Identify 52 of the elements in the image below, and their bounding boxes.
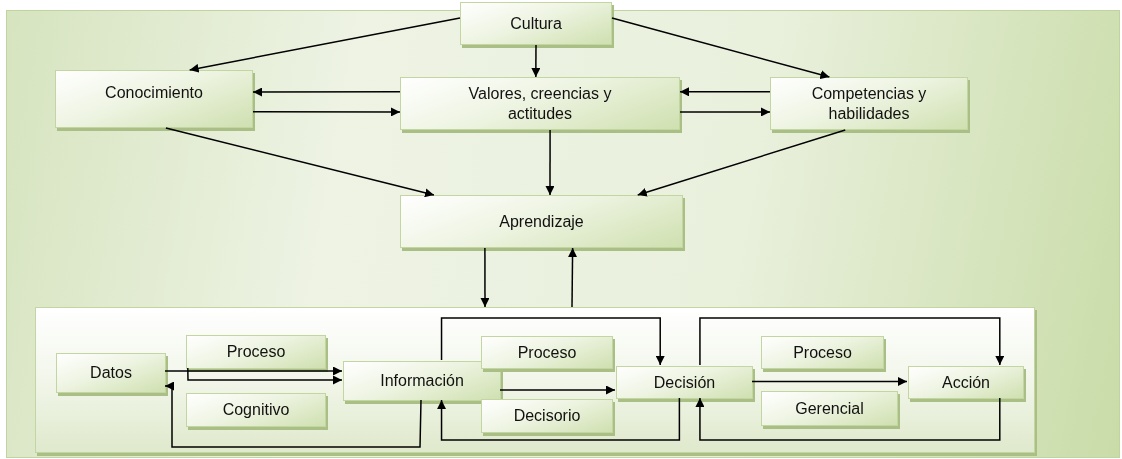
box-label: Gerencial: [795, 398, 864, 419]
box-label: Información: [380, 371, 464, 391]
box-label: Cultura: [510, 13, 562, 34]
arrow: [440, 317, 665, 366]
process-box: [481, 399, 613, 433]
process-box: [616, 366, 753, 399]
process-box: [56, 353, 166, 393]
arrow: [611, 17, 831, 79]
arrow: [679, 87, 771, 97]
box-label: Valores, creencias y actitudes: [467, 84, 613, 123]
process-box: [761, 391, 898, 426]
arrow: [679, 107, 771, 117]
process-box: [400, 77, 680, 130]
box-label: Proceso: [793, 342, 852, 363]
arrow: [187, 367, 343, 385]
process-box: [186, 393, 326, 427]
arrow: [437, 397, 681, 441]
process-box: [400, 195, 683, 248]
box-label: Datos: [90, 363, 132, 383]
arrow: [165, 127, 435, 198]
arrow: [252, 107, 401, 117]
box-label: Conocimiento: [105, 83, 203, 103]
arrow: [252, 87, 401, 97]
group-panel: [35, 307, 1035, 453]
box-label: Aprendizaje: [499, 211, 584, 232]
arrow: [751, 377, 908, 386]
arrow: [188, 17, 461, 73]
box-label: Proceso: [226, 342, 286, 362]
process-box: [908, 366, 1024, 399]
arrow: [636, 129, 846, 197]
box-label: Competencias y habilidades: [810, 84, 928, 123]
process-box: [770, 77, 968, 130]
box-label: Cognitivo: [222, 400, 290, 420]
arrow: [499, 385, 616, 395]
arrow: [568, 247, 578, 308]
box-label: Decisión: [653, 372, 716, 393]
process-box: [460, 2, 612, 45]
arrow: [695, 397, 1001, 441]
process-box: [186, 335, 326, 369]
process-box: [343, 361, 501, 401]
arrow: [545, 129, 555, 196]
arrow: [480, 247, 490, 308]
process-box: [55, 70, 253, 128]
arrow: [531, 44, 541, 78]
box-label: Decisorio: [513, 406, 581, 426]
arrow: [164, 381, 422, 448]
box-label: Proceso: [517, 342, 577, 363]
arrow: [164, 366, 343, 376]
process-box: [761, 336, 884, 369]
arrow: [699, 317, 1005, 366]
box-label: Acción: [942, 372, 990, 393]
process-box: [481, 336, 613, 369]
